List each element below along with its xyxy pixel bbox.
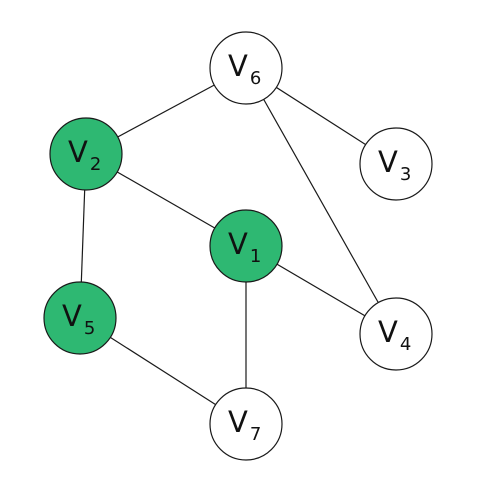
node-v3-letter: V [378, 145, 398, 179]
node-v7-letter: V [228, 405, 248, 439]
node-v1-circle [209, 209, 283, 283]
node-v4-subscript: 4 [400, 334, 411, 355]
node-v6-subscript: 6 [250, 68, 261, 89]
node-v2-subscript: 2 [90, 154, 101, 175]
node-v5-circle [43, 281, 117, 355]
node-v6-letter: V [228, 49, 248, 83]
node-v4-circle [359, 297, 433, 371]
node-v7-subscript: 7 [250, 424, 261, 445]
node-v1-letter: V [228, 227, 248, 261]
node-v5-letter: V [62, 299, 82, 333]
node-v5-subscript: 5 [84, 318, 95, 339]
node-v3-circle [359, 127, 433, 201]
node-v2-letter: V [68, 135, 88, 169]
node-v1-subscript: 1 [250, 246, 261, 267]
node-v7-circle [209, 387, 283, 461]
node-v4-letter: V [378, 315, 398, 349]
node-v6-circle [209, 31, 283, 105]
node-v2-circle [49, 117, 123, 191]
edge-v6-v4 [245, 67, 397, 335]
node-v3-subscript: 3 [400, 164, 411, 185]
